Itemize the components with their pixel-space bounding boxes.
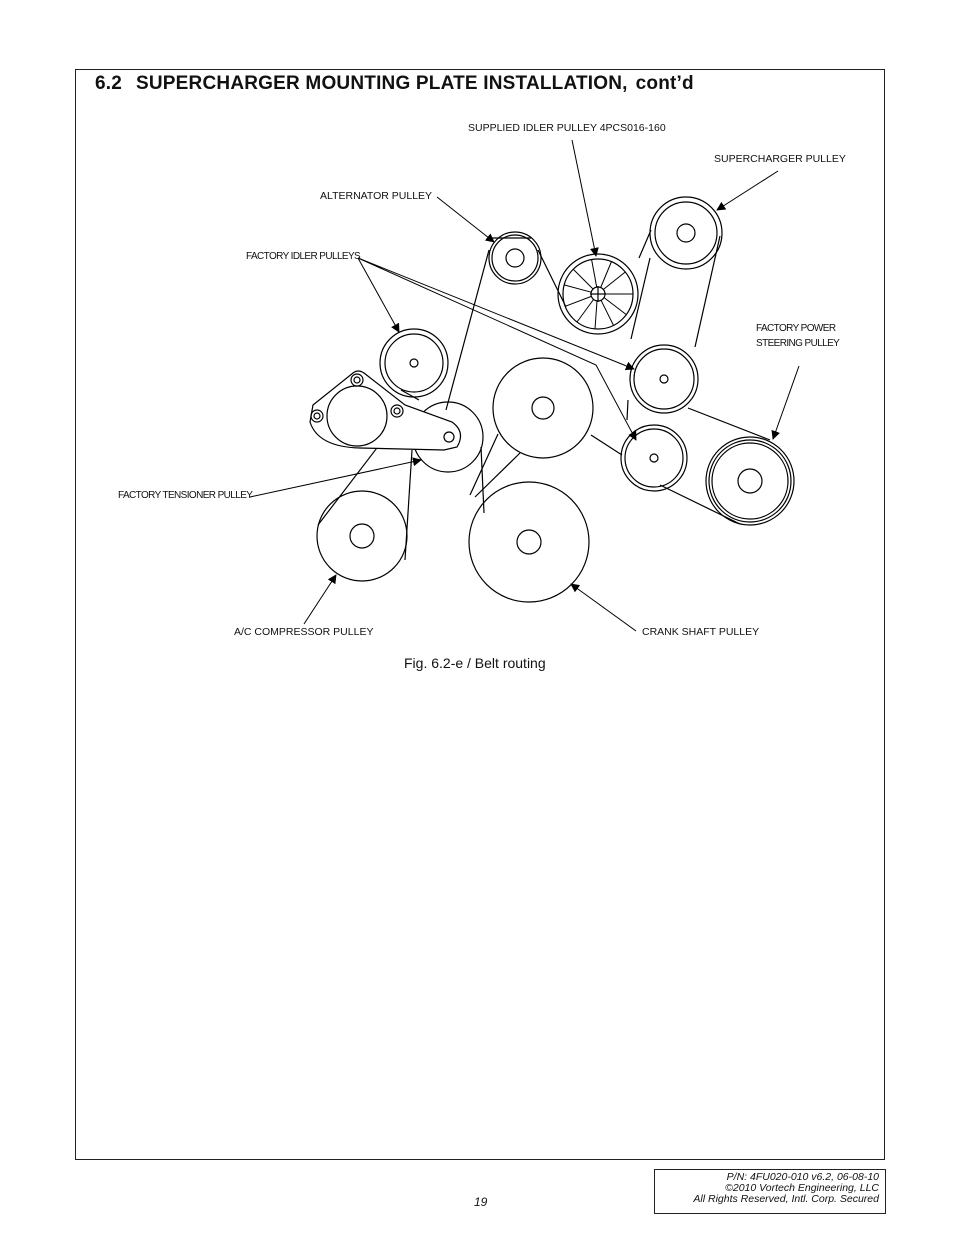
supercharger-pulley — [649, 196, 723, 270]
section-title-suffix: cont’d — [635, 73, 694, 94]
power-steering-pulley — [705, 436, 795, 526]
footer-copyright: ©2010 Vortech Engineering, LLC — [725, 1182, 879, 1194]
water-pump-pulley — [492, 357, 594, 459]
label-supplied-idler: SUPPLIED IDLER PULLEY 4PCS016-160 — [468, 122, 666, 134]
label-alternator: ALTERNATOR PULLEY — [320, 190, 433, 202]
figure-caption: Fig. 6.2-e / Belt routing — [404, 655, 546, 671]
belt-segment — [659, 484, 741, 525]
belt-segment — [630, 257, 651, 340]
alternator-pulley — [488, 231, 542, 285]
leader-arrow-crank — [570, 583, 637, 632]
crank-shaft-pulley — [468, 481, 590, 603]
section-number: 6.2 — [95, 73, 123, 94]
factory-idler-pulley-right — [629, 344, 699, 414]
label-ac-compressor: A/C COMPRESSOR PULLEY — [234, 626, 374, 638]
tensioner-bracket — [309, 370, 462, 451]
belt-segment — [537, 249, 567, 308]
page-number: 19 — [474, 1195, 488, 1209]
belt-segment — [400, 389, 420, 401]
leader-arrow-power-steering — [771, 365, 800, 440]
label-power-steering-line1: FACTORY POWER — [756, 323, 836, 334]
belt-segment — [694, 235, 721, 348]
label-factory-idlers: FACTORY IDLER PULLEYS — [246, 251, 361, 262]
label-power-steering-line2: STEERING PULLEY — [756, 338, 840, 349]
leader-arrow-factory-idler-right — [357, 257, 635, 371]
leader-arrow-alternator — [436, 196, 495, 243]
belt-segment — [687, 407, 771, 441]
belt-segment — [469, 433, 499, 496]
factory-idler-pulley-left — [379, 328, 449, 398]
factory-idler-pulley-lower — [620, 424, 688, 492]
leader-arrow-ac — [303, 574, 337, 625]
footer-box: P/N: 4FU020-010 v6.2, 06-08-10 ©2010 Vor… — [654, 1169, 886, 1214]
footer-rights: All Rights Reserved, Intl. Corp. Secured — [693, 1193, 879, 1205]
leader-arrow-tensioner — [249, 457, 422, 498]
label-supercharger: SUPERCHARGER PULLEY — [714, 153, 846, 165]
label-crank: CRANK SHAFT PULLEY — [642, 626, 760, 638]
belt-segment — [590, 434, 623, 456]
content-frame — [75, 69, 885, 1160]
belt-segment — [638, 229, 652, 259]
leader-arrow-factory-idler-lower — [357, 257, 637, 441]
section-heading: 6.2 SUPERCHARGER MOUNTING PLATE INSTALLAT… — [95, 73, 694, 95]
belt-segment — [626, 399, 629, 421]
footer-part-number: P/N: 4FU020-010 v6.2, 06-08-10 — [726, 1171, 879, 1183]
leader-arrow-factory-idler-left — [357, 257, 400, 333]
label-tensioner: FACTORY TENSIONER PULLEY — [118, 490, 253, 501]
belt-segment — [445, 249, 490, 411]
section-title-text: SUPERCHARGER MOUNTING PLATE INSTALLATION… — [136, 73, 628, 94]
belt-segment — [317, 439, 384, 526]
ac-compressor-pulley — [316, 490, 408, 582]
leader-arrow-supercharger — [716, 170, 779, 211]
leader-arrow-supplied-idler — [571, 139, 599, 257]
